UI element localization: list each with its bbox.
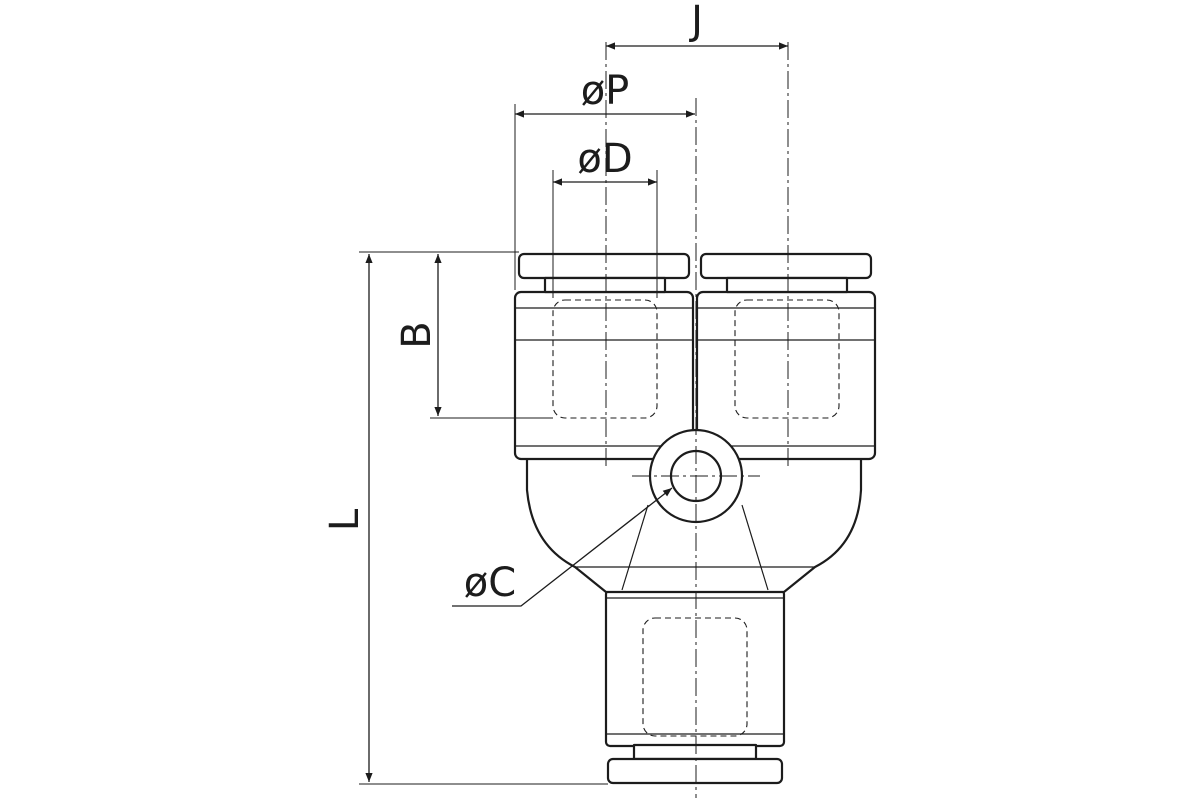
right-bore-hidden	[734, 299, 840, 419]
hidden-bores	[552, 299, 840, 737]
bottom-collet	[606, 757, 784, 785]
y-yoke	[525, 456, 863, 594]
left-inlet-body	[513, 290, 695, 461]
dim-P-label: øP	[581, 68, 630, 114]
left-collet	[517, 252, 691, 280]
left-bore-hidden	[552, 299, 658, 419]
dim-L-label: L	[322, 508, 368, 531]
right-inlet-body	[695, 290, 877, 461]
outlet-body	[604, 588, 786, 748]
bottom-bore-hidden	[642, 617, 748, 737]
left-collet-neck	[543, 276, 667, 294]
right-collet	[699, 252, 873, 280]
dim-J-label: J	[688, 0, 703, 44]
dim-B-label: B	[394, 321, 440, 348]
dim-D-label: øD	[577, 136, 632, 182]
yoke-web	[741, 504, 769, 591]
yoke-web	[621, 504, 649, 591]
dim-C-leader	[452, 487, 673, 607]
bottom-collet-neck	[632, 743, 758, 761]
dimensions: J øP øD B L øC	[322, 0, 788, 785]
right-collet-neck	[725, 276, 849, 294]
dim-C-label: øC	[464, 560, 516, 606]
fitting-body	[513, 252, 877, 785]
